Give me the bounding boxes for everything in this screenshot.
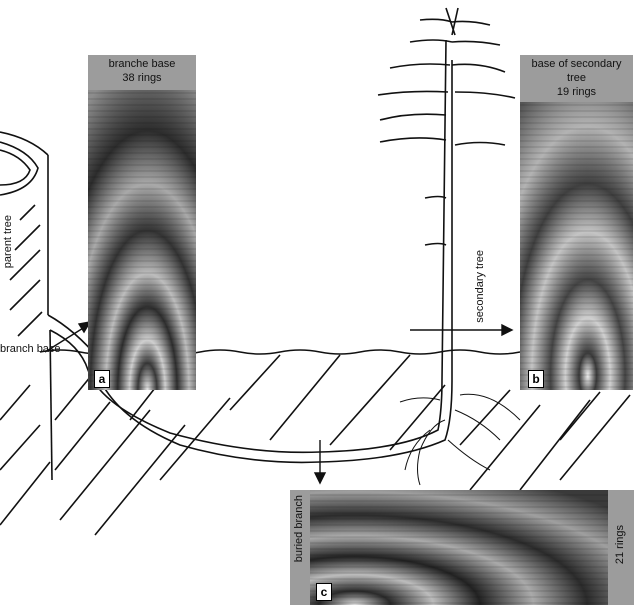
panel-a-letter: a (94, 370, 110, 388)
secondary-roots (399, 393, 521, 486)
panel-a-title: branche base 38 rings (88, 55, 196, 90)
buried-branch-label: buried branch (293, 495, 305, 563)
panel-c-letter: c (316, 583, 332, 601)
parent-tree-label: parent tree (2, 215, 14, 269)
panel-c-photo (310, 490, 608, 605)
arrows (44, 321, 514, 485)
secondary-branches (377, 7, 516, 246)
panel-b-title-line1: base of secondary (531, 58, 622, 70)
panel-a-photo (88, 88, 196, 390)
panel-b-title-line2: tree (567, 72, 586, 84)
panel-b-title: base of secondary tree 19 rings (520, 55, 633, 102)
panel-b-letter: b (528, 370, 544, 388)
panel-c-rings: 21 rings (614, 525, 626, 565)
panel-c-rings-strip (608, 490, 634, 605)
panel-a-rings: 38 rings (122, 72, 162, 84)
panel-c-buried-branch-strip (290, 490, 310, 605)
panel-b-photo (520, 100, 633, 390)
parent-tree (0, 131, 53, 481)
panel-b-rings: 19 rings (556, 86, 597, 98)
branch-base-label: branch base (0, 343, 61, 355)
panel-a-title-text: branche base (108, 58, 176, 70)
secondary-tree-label: secondary tree (474, 250, 486, 323)
